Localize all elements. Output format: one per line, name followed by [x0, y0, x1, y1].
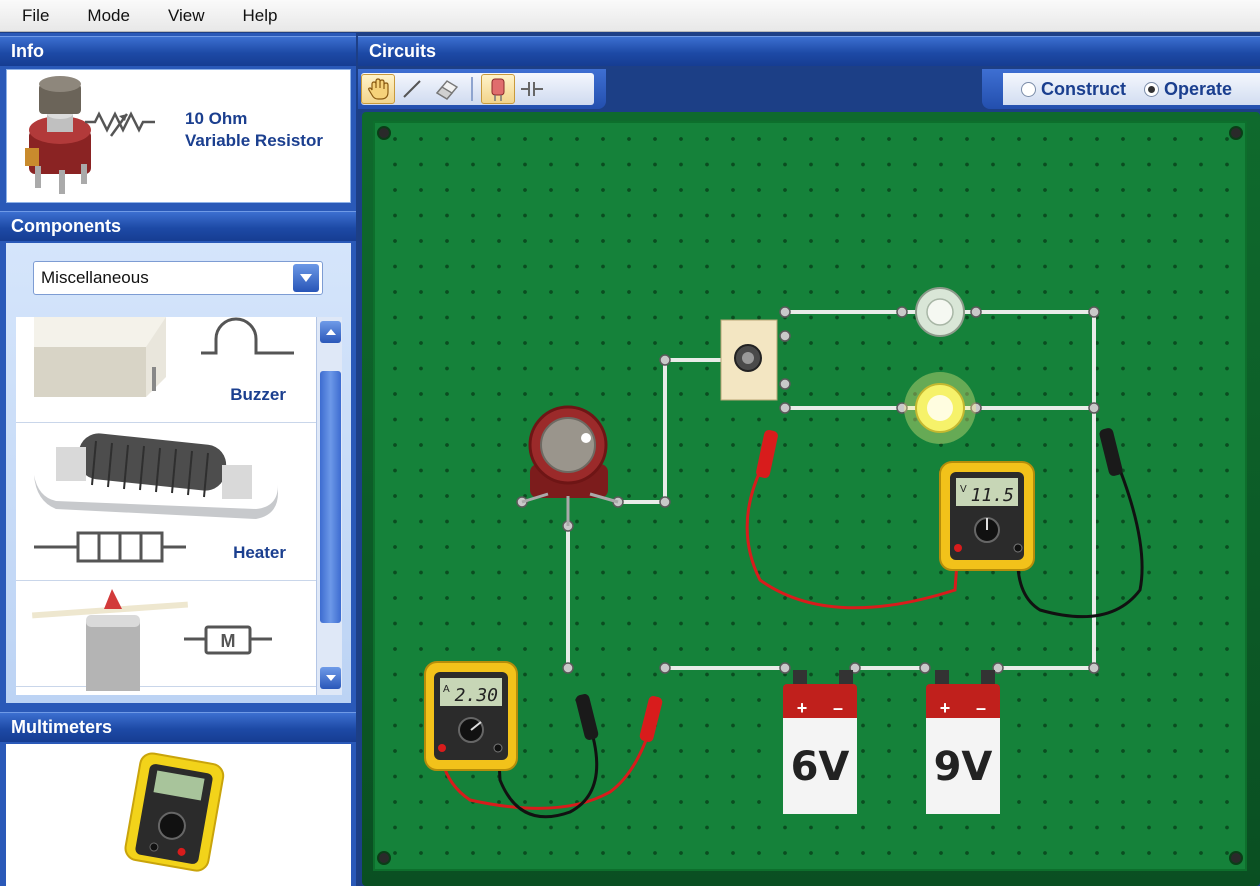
voltmeter-mode: V: [960, 484, 967, 495]
category-select-value: Miscellaneous: [41, 268, 149, 287]
menu-bar: File Mode View Help: [0, 0, 1260, 32]
multimeters-title: Multimeters: [11, 717, 113, 737]
black-lead: [496, 719, 599, 819]
battery-9v[interactable]: + – 9V: [926, 670, 1000, 814]
construct-label: Construct: [1041, 78, 1126, 99]
probe-tips: [575, 428, 1123, 742]
ammeter[interactable]: A 2.30: [424, 661, 518, 771]
capacitor-tool-button[interactable]: [515, 74, 549, 104]
mode-strip: Construct Operate: [1003, 73, 1260, 105]
multimeter-palette: [6, 744, 351, 886]
red-lead: [745, 451, 960, 610]
components-panel: Miscellaneous Buzzer: [6, 243, 351, 703]
circuits-title: Circuits: [369, 41, 437, 61]
voltmeter-reading: 11.5: [971, 485, 1014, 506]
capacitor-icon: [521, 82, 543, 96]
buzzer-icon: [34, 317, 294, 397]
tool-strip: [361, 73, 594, 105]
toolbar-divider: [471, 77, 473, 101]
chevron-down-icon[interactable]: [293, 264, 319, 292]
component-icon: [491, 78, 505, 101]
mode-panel: Construct Operate: [982, 69, 1260, 109]
operate-label: Operate: [1164, 78, 1233, 99]
board-screws: [377, 126, 1243, 865]
wire: [616, 358, 667, 504]
battery-9v-plus: +: [940, 698, 951, 718]
heater-icon: [34, 433, 278, 563]
battery-9v-label: 9V: [934, 744, 993, 790]
components-title: Components: [11, 216, 121, 236]
light-bulb-on[interactable]: [904, 372, 976, 444]
list-item-label-heater: Heater: [233, 543, 286, 562]
chevron-down-icon: [325, 675, 336, 681]
components-title-bar: Components: [0, 211, 356, 241]
component-list-scrollbar[interactable]: [316, 317, 342, 695]
wire-tool-button[interactable]: [395, 74, 429, 104]
construct-radio[interactable]: Construct: [1021, 79, 1126, 100]
battery-6v[interactable]: + – 6V: [783, 670, 857, 814]
info-title-bar: Info: [0, 36, 356, 66]
motor-icon: M: [31, 589, 272, 691]
menu-mode[interactable]: Mode: [87, 5, 130, 25]
probe-leads: [438, 449, 1144, 819]
light-bulb-off[interactable]: [915, 287, 965, 337]
category-select[interactable]: Miscellaneous: [33, 261, 323, 295]
voltmeter[interactable]: V 11.5: [939, 461, 1035, 571]
scroll-down-button[interactable]: [320, 667, 341, 689]
operate-radio[interactable]: Operate: [1144, 79, 1232, 100]
multimeter-item[interactable]: [6, 744, 351, 886]
menu-view[interactable]: View: [167, 5, 205, 25]
svg-text:M: M: [221, 631, 236, 651]
hand-icon: [368, 78, 389, 100]
ammeter-mode: A: [443, 684, 450, 695]
list-item-buzzer[interactable]: Buzzer: [16, 317, 316, 423]
chevron-up-icon: [325, 329, 336, 335]
ammeter-reading: 2.30: [455, 685, 498, 706]
menu-file[interactable]: File: [22, 5, 50, 25]
construct-radio-dot[interactable]: [1021, 81, 1036, 97]
list-item-label-buzzer: Buzzer: [230, 385, 286, 404]
component-tool-button[interactable]: [481, 74, 515, 104]
wire-icon: [403, 80, 421, 98]
info-component-line2: Variable Resistor: [185, 131, 323, 150]
scroll-up-button[interactable]: [320, 321, 341, 343]
battery-6v-minus: –: [833, 698, 843, 718]
battery-6v-plus: +: [797, 698, 808, 718]
list-item-heater[interactable]: Heater: [16, 423, 316, 581]
multimeters-title-bar: Multimeters: [0, 712, 356, 742]
red-lead: [438, 711, 657, 810]
battery-6v-label: 6V: [791, 744, 850, 790]
hand-tool-button[interactable]: [361, 74, 395, 104]
menu-help[interactable]: Help: [242, 5, 278, 25]
list-item-motor[interactable]: M: [16, 581, 316, 691]
info-title: Info: [11, 41, 44, 61]
eraser-icon: [435, 80, 459, 100]
variable-resistor-image: [25, 76, 155, 194]
variable-resistor[interactable]: [521, 405, 619, 526]
battery-9v-minus: –: [976, 698, 986, 718]
circuits-title-bar: Circuits: [358, 36, 1260, 66]
scroll-thumb[interactable]: [320, 371, 341, 623]
circuit-toolbar: [358, 69, 606, 109]
black-lead: [1016, 449, 1144, 619]
operate-radio-dot[interactable]: [1144, 81, 1159, 97]
info-component-line1: 10 Ohm: [185, 109, 248, 128]
component-list: Buzzer Heater: [16, 317, 316, 695]
info-component-name: 10 Ohm Variable Resistor: [185, 108, 323, 152]
switch[interactable]: [720, 319, 791, 401]
info-panel: 10 Ohm Variable Resistor: [6, 69, 351, 203]
eraser-tool-button[interactable]: [429, 74, 463, 104]
